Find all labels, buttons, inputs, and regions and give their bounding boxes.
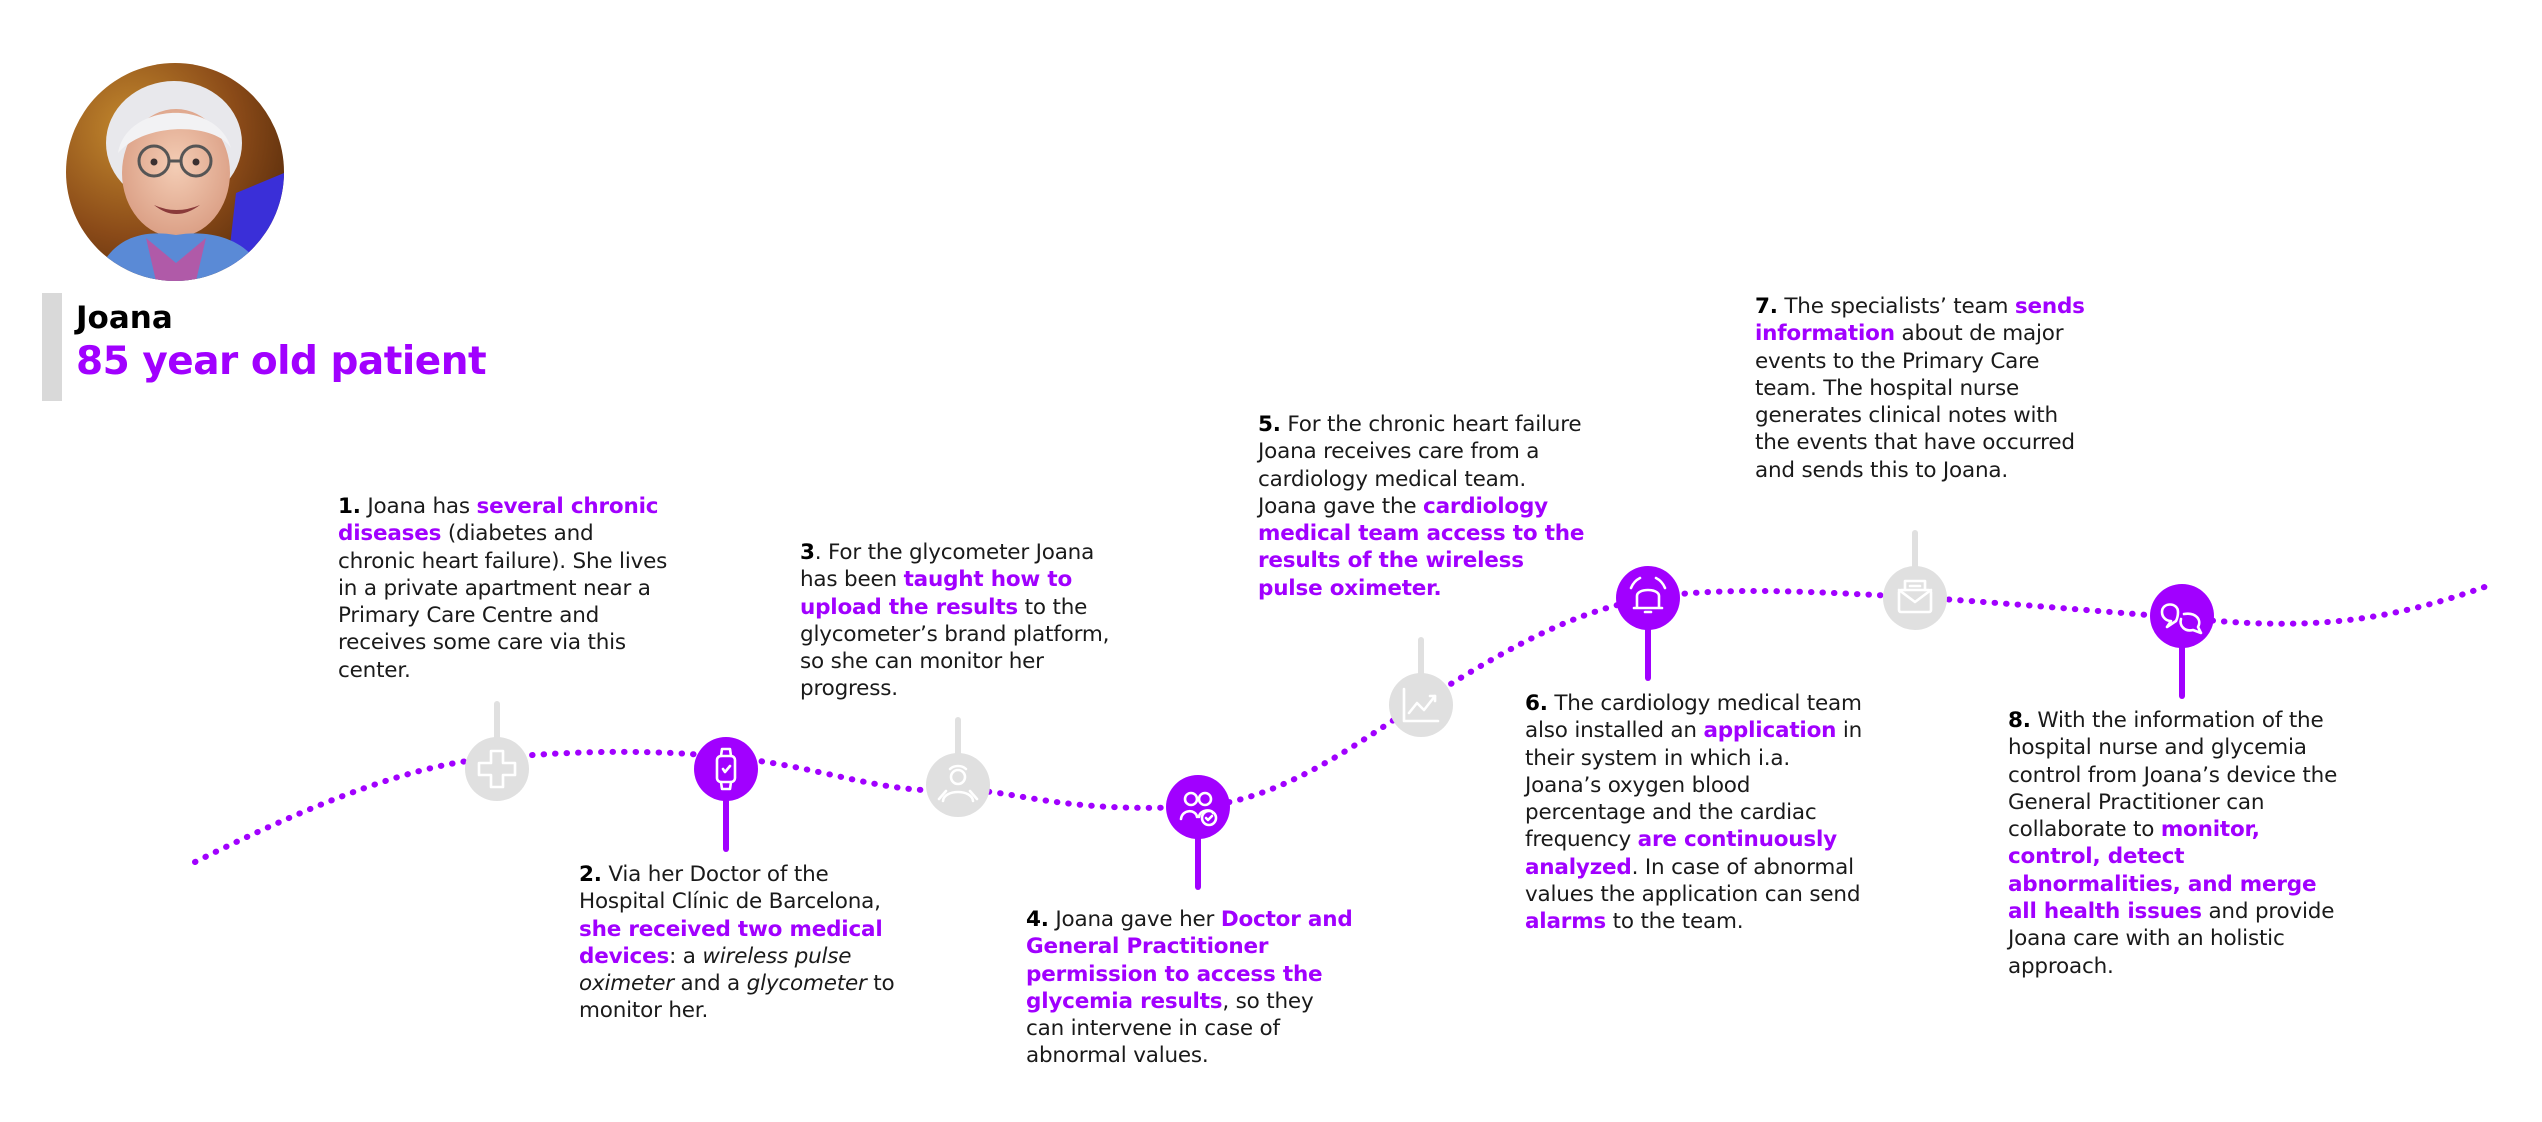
step-body-text: : a [669,943,703,969]
step-number: 4. [1026,907,1049,932]
step-body-text: Joana gave her [1048,907,1221,932]
step-body-text: glycometer [746,971,867,997]
step-body-text: . In case of abnormal values the applica… [1525,854,1861,908]
mail-inbox-icon [1897,579,1933,614]
step-body-text: With the information of the hospital nur… [2008,708,2338,843]
step-node-circle [1883,566,1947,630]
step-body-text: , so they can intervene in case of abnor… [1026,988,1314,1069]
step-body-text: The specialists’ team [1777,294,2015,319]
step-body-text: to the glycometer’s brand platform, so s… [800,594,1110,702]
step-body-text: (diabetes and chronic heart failure). Sh… [338,521,668,683]
step-4-text: 4. Joana gave her Doctor and General Pra… [1026,906,1356,1070]
step-body-text: Via her Doctor of the Hospital Clínic de… [579,862,881,915]
step-body-text: to monitor her. [579,971,895,1024]
step-highlight-text: she received two medical devices [579,916,883,969]
smartwatch-icon [715,747,737,791]
step-6-node [1616,566,1680,630]
step-4-node [1166,775,1230,839]
step-1-text: 1. Joana has several chronic diseases (d… [338,493,668,684]
step-1-node [465,737,529,801]
step-highlight-text: taught how to upload the results [800,567,1073,620]
step-highlight-text: Doctor and General Practitioner permissi… [1026,907,1353,1014]
step-body-text: to the team. [1606,909,1744,935]
step-node-circle [1616,566,1680,630]
chat-bubbles-icon [2160,603,2203,635]
step-highlight-text: alarms [1525,909,1606,935]
step-number: 1. [338,494,361,519]
patient-support-icon [937,764,979,803]
step-5-node [1389,673,1453,737]
step-7-text: 7. The specialists’ team sends informati… [1755,293,2085,484]
step-body-text: The cardiology medical team also install… [1525,691,1862,744]
step-node-circle [1389,673,1453,737]
step-7-node [1883,566,1947,630]
step-highlight-text: application [1703,718,1837,744]
step-number: 6. [1525,691,1548,716]
doctors-check-icon [1179,791,1218,827]
medical-cross-icon [477,749,517,789]
step-body-text: and provide Joana care with an holistic … [2008,899,2335,979]
step-number: 3 [800,540,815,565]
step-3-text: 3. For the glycometer Joana has been tau… [800,539,1130,703]
step-number: 7. [1755,294,1778,319]
step-2-node [694,737,758,801]
step-highlight-text: cardiology medical team access to the re… [1258,493,1585,601]
journey-path [192,582,2493,865]
step-highlight-text: are continuously analyzed [1525,827,1837,880]
patient-description: 85 year old patient [76,339,487,384]
step-node-circle [465,737,529,801]
step-body-text: and a [673,971,747,997]
step-highlight-text: several chronic diseases [338,494,659,547]
patient-name: Joana [76,300,173,336]
step-8-text: 8. With the information of the hospital … [2008,707,2338,980]
step-node-circle [2150,584,2214,648]
step-body-text: For the chronic heart failure Joana rece… [1258,412,1582,519]
step-number: 8. [2008,708,2031,733]
line-chart-icon [1402,687,1440,723]
alarm-bell-icon [1629,576,1667,614]
patient-avatar [66,63,284,281]
step-5-text: 5. For the chronic heart failure Joana r… [1258,411,1588,602]
step-highlight-text: sends information [1755,294,2085,347]
step-8-node [2150,584,2214,648]
step-body-text: about de major events to the Primary Car… [1755,321,2075,483]
step-body-text: Joana has [360,494,477,519]
step-number: 5. [1258,412,1281,437]
step-body-text: wireless pulse oximeter [579,943,852,997]
step-highlight-text: monitor, control, detect abnormalities, … [2008,817,2317,925]
step-6-text: 6. The cardiology medical team also inst… [1525,690,1870,936]
step-body-text: in their system in which i.a. Joana’s ox… [1525,718,1863,853]
step-number: 2. [579,862,602,887]
step-body-text: . For the glycometer Joana has been [800,540,1095,593]
step-3-node [926,753,990,817]
header-accent-bar [42,293,62,401]
step-2-text: 2. Via her Doctor of the Hospital Clínic… [579,861,909,1025]
step-node-circle [1166,775,1230,839]
